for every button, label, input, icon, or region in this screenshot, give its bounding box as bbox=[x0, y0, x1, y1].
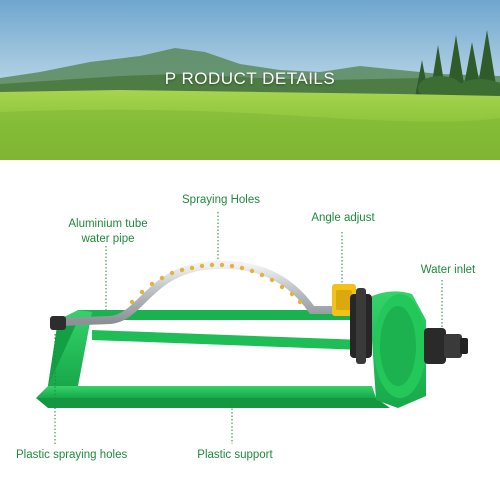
label-aluminium-line2: water pipe bbox=[81, 233, 135, 245]
label-aluminium-tube: Aluminium tube water pipe bbox=[58, 217, 158, 247]
label-spraying-holes: Spraying Holes bbox=[182, 194, 260, 206]
landscape-banner: P RODUCT DETAILS bbox=[0, 0, 500, 160]
oscillating-sprinkler-image bbox=[36, 212, 468, 444]
label-plastic-support: Plastic support bbox=[197, 449, 273, 461]
label-angle-adjust: Angle adjust bbox=[311, 212, 375, 224]
banner-title: P RODUCT DETAILS bbox=[164, 69, 336, 88]
label-water-inlet: Water inlet bbox=[420, 264, 476, 276]
landscape-image bbox=[0, 0, 500, 160]
label-aluminium-line1: Aluminium tube bbox=[68, 218, 148, 230]
product-diagram: Aluminium tube water pipe Spraying Holes… bbox=[0, 160, 500, 500]
label-plastic-spraying-holes: Plastic spraying holes bbox=[16, 449, 128, 461]
